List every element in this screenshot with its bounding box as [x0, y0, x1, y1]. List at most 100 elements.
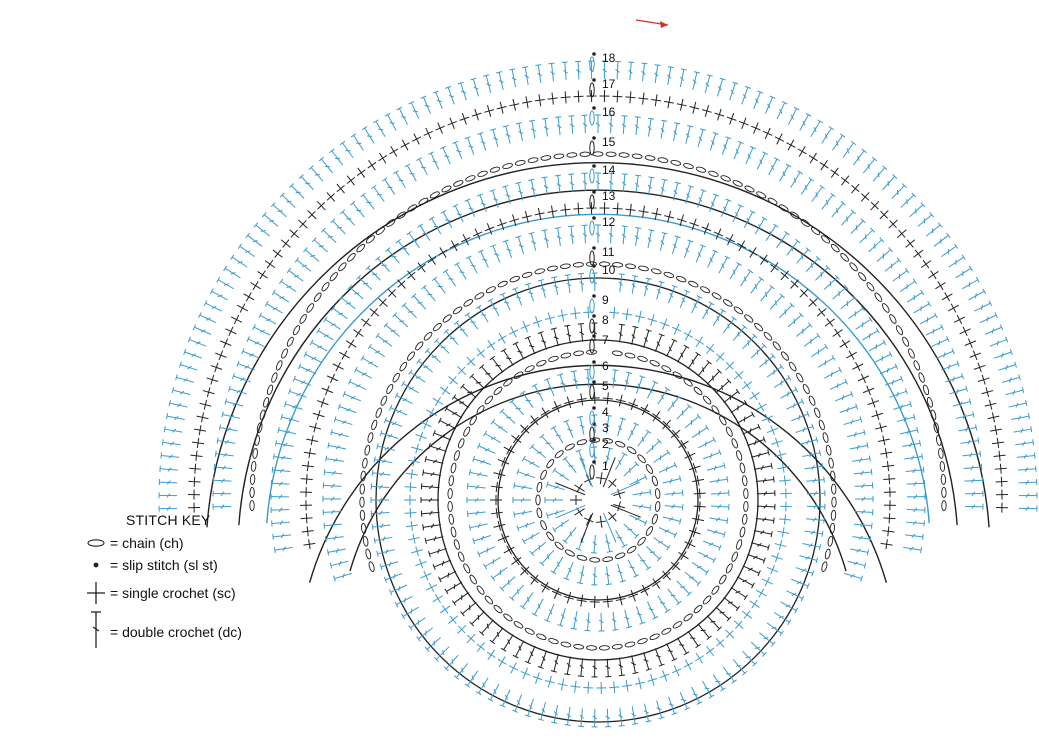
- dc-slash: [962, 270, 964, 276]
- dc-slash: [881, 355, 884, 362]
- sc-bar: [886, 461, 890, 472]
- sc-bar: [698, 488, 701, 499]
- dc-slash: [630, 430, 634, 436]
- dc-top: [920, 202, 926, 208]
- stitch-mark: [880, 448, 893, 459]
- stitch-mark: [158, 505, 178, 512]
- stitch-mark: [698, 551, 717, 564]
- stitch-mark: [611, 611, 619, 631]
- join-slip-stitch: [592, 334, 596, 338]
- dc-slash: [717, 491, 722, 496]
- stitch-mark: [444, 581, 463, 595]
- stitch-mark: [574, 507, 585, 517]
- dc-top: [270, 202, 276, 208]
- stitch-mark: [466, 633, 476, 644]
- dc-slash: [569, 531, 572, 537]
- dc-slash: [384, 446, 389, 451]
- ch-loop: [830, 509, 837, 521]
- stitch-mark: [404, 507, 417, 518]
- sc-bar: [290, 229, 298, 238]
- stitch-mark: [584, 514, 594, 526]
- sc-bar: [423, 419, 429, 430]
- stitch-mark: [821, 126, 835, 144]
- ch-loop: [375, 407, 382, 418]
- stitch-mark: [394, 392, 413, 405]
- stitch-mark: [618, 657, 625, 677]
- dc-slash: [174, 415, 179, 420]
- dc-slash: [217, 294, 223, 298]
- dc-top: [454, 261, 460, 266]
- dc-top: [658, 333, 665, 337]
- stitch-mark: [772, 341, 781, 351]
- stitch-mark: [643, 703, 652, 723]
- dc-top: [490, 575, 496, 581]
- stitch-mark: [676, 580, 692, 597]
- stitch-mark: [657, 386, 671, 405]
- sc-bar: [484, 226, 495, 232]
- stitch-mark: [420, 510, 440, 517]
- stitch-mark: [662, 516, 682, 525]
- dc-slash: [856, 444, 860, 450]
- sc-bar: [471, 112, 482, 117]
- stitch-mark: [625, 263, 637, 269]
- dc-top: [965, 385, 968, 392]
- dc-slash: [311, 356, 317, 361]
- stitch-mark: [250, 281, 261, 291]
- sc-bar: [612, 207, 623, 210]
- ch-loop: [476, 405, 485, 415]
- stitch-mark: [379, 561, 399, 570]
- sc-bar: [410, 520, 413, 531]
- ch-loop: [626, 446, 637, 455]
- dc-top: [920, 289, 925, 296]
- ring-arc: [349, 383, 847, 572]
- dc-slash: [486, 547, 489, 553]
- stitch-mark: [252, 447, 258, 459]
- dc-top: [671, 284, 678, 288]
- dc-slash: [537, 72, 543, 77]
- ch-loop: [645, 526, 654, 536]
- stitch-mark: [830, 509, 837, 521]
- dc-slash: [857, 155, 860, 161]
- dc-top: [524, 335, 531, 340]
- dc-slash: [537, 603, 541, 609]
- stitch-mark: [270, 507, 290, 514]
- dc-top: [271, 289, 276, 296]
- dc-slash: [745, 656, 751, 659]
- sc-bar: [988, 399, 993, 410]
- stitch-mark: [786, 590, 805, 602]
- sc-bar: [407, 271, 416, 280]
- sc-bar: [887, 526, 890, 537]
- stitch-mark: [687, 351, 701, 370]
- dc-slash: [367, 135, 373, 137]
- dc-top: [649, 504, 652, 511]
- stitch-mark: [821, 235, 831, 244]
- dc-slash: [206, 317, 211, 321]
- stitch-mark: [738, 117, 749, 130]
- stitch-mark: [370, 497, 389, 503]
- stitch-mark: [479, 364, 494, 381]
- stitch-mark: [733, 620, 744, 630]
- stitch-mark: [621, 225, 628, 245]
- stitch-mark: [312, 410, 325, 420]
- stitch-mark: [1018, 505, 1038, 512]
- stitch-mark: [952, 398, 972, 407]
- dc-slash: [630, 662, 636, 666]
- stitch-mark: [292, 325, 301, 336]
- ch-loop: [365, 235, 375, 244]
- ch-loop: [586, 261, 597, 267]
- stitch-mark: [476, 641, 486, 652]
- stitch-mark: [370, 510, 390, 517]
- stitch-mark: [477, 442, 496, 454]
- dc-slash: [166, 480, 171, 485]
- stitch-mark: [396, 106, 408, 125]
- dc-top: [431, 276, 438, 282]
- dc-top: [639, 375, 646, 379]
- stitch-mark: [415, 558, 427, 569]
- dc-slash: [846, 407, 849, 413]
- dc-slash: [790, 114, 794, 120]
- stitch-mark: [404, 163, 417, 182]
- stitch-mark: [622, 308, 633, 321]
- ch-loop: [882, 303, 890, 313]
- dc-slash: [170, 441, 175, 446]
- dc-slash: [1001, 352, 1004, 358]
